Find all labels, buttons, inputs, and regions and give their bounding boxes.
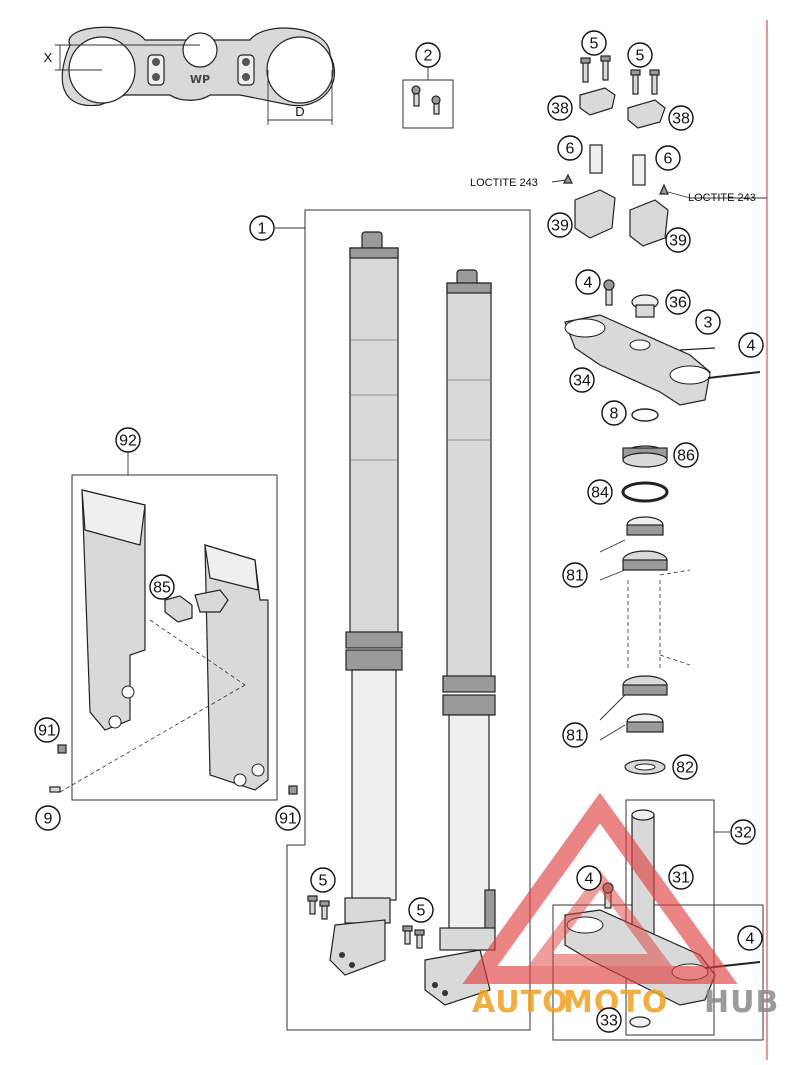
callout-number-n34: 34: [573, 373, 591, 390]
callout-number-n91a: 91: [38, 723, 56, 740]
callout-circle-n1: [249, 215, 275, 241]
callout-circle-n36: [665, 289, 691, 315]
automotohub-watermark: AUTO MOTO HUB: [462, 792, 779, 1020]
callout-number-n4a: 4: [584, 275, 593, 292]
dimension-d-label: D: [295, 104, 304, 119]
callout-circle-n8: [601, 400, 627, 426]
callout-number-n86: 86: [677, 448, 695, 465]
callout-number-n6b: 6: [664, 151, 673, 168]
callout-circle-n5a: [581, 30, 607, 56]
callout-number-n5a: 5: [590, 36, 599, 53]
callout-number-n84: 84: [591, 485, 609, 502]
callout-circle-n38a: [547, 95, 573, 121]
callout-circle-n39a: [547, 212, 573, 238]
fork-guard-group: [49, 452, 298, 801]
upper-triple-clamp-group: [564, 279, 761, 422]
callout-circle-n81a: [562, 562, 588, 588]
callout-circle-n4a: [575, 269, 601, 295]
callout-number-n2: 2: [424, 48, 433, 65]
callout-number-n6a: 6: [566, 141, 575, 158]
watermark-hub: HUB: [704, 985, 779, 1020]
callout-number-n81a: 81: [566, 568, 584, 585]
steering-bearing-stack: [599, 445, 691, 775]
callout-circle-n9: [35, 805, 61, 831]
callout-number-n32: 32: [734, 825, 752, 842]
callout-number-n38b: 38: [672, 111, 690, 128]
clamp-logo: WP: [190, 73, 210, 86]
callout-circle-n31: [668, 864, 694, 890]
callout-number-n92: 92: [119, 433, 137, 450]
callout-number-n4b: 4: [747, 338, 756, 355]
callout-number-n9: 9: [44, 811, 53, 828]
callout-number-n4d: 4: [746, 931, 755, 948]
callout-circle-n39b: [665, 227, 691, 253]
callout-circle-n3: [695, 309, 721, 335]
callout-number-n1: 1: [258, 221, 267, 238]
callout-circle-n82: [672, 754, 698, 780]
dimension-x-label: X: [44, 50, 53, 65]
loctite-label-left: LOCTITE 243: [470, 177, 538, 189]
callout-number-n5c: 5: [319, 873, 328, 890]
callout-circle-n32: [730, 819, 756, 845]
callout-number-n39a: 39: [551, 218, 569, 235]
callout-number-n5d: 5: [417, 903, 426, 920]
callout-circle-n6b: [655, 145, 681, 171]
callout-number-n5b: 5: [636, 48, 645, 65]
callout-number-n8: 8: [610, 406, 619, 423]
triple-clamp-dimension-view: WP X D: [44, 26, 336, 125]
callout-circle-n5c: [310, 867, 336, 893]
callout-number-n4c: 4: [585, 871, 594, 888]
callout-number-n82: 82: [676, 760, 694, 777]
callout-circle-n5d: [408, 897, 434, 923]
callout-circle-n85: [149, 574, 175, 600]
callout-number-n3: 3: [704, 315, 713, 332]
callout-number-n36: 36: [669, 295, 687, 312]
loctite-label-right: LOCTITE 243: [688, 192, 756, 204]
callout-circle-n5b: [627, 42, 653, 68]
callout-circle-n4d: [737, 925, 763, 951]
callout-circle-n34: [569, 367, 595, 393]
callout-number-n91b: 91: [279, 811, 297, 828]
callout-circle-n38b: [668, 105, 694, 131]
callout-circle-n81b: [562, 722, 588, 748]
callout-circle-n91b: [275, 805, 301, 831]
callout-number-n81b: 81: [566, 728, 584, 745]
watermark-auto: AUTO: [472, 985, 569, 1020]
callout-circle-n2: [415, 42, 441, 68]
callout-bubbles: 1234444555566893132333436383839398181828…: [34, 30, 764, 1033]
part-2-group: [402, 66, 454, 129]
callout-number-n31: 31: [672, 870, 690, 887]
callout-number-n85: 85: [153, 580, 171, 597]
callout-circle-n91a: [34, 717, 60, 743]
callout-circle-n86: [673, 442, 699, 468]
callout-circle-n92: [115, 427, 141, 453]
handlebar-clamp-group: LOCTITE 243 LOCTITE 243: [470, 55, 767, 247]
callout-number-n39b: 39: [669, 233, 687, 250]
callout-circle-n4c: [576, 865, 602, 891]
callout-circle-n4b: [738, 332, 764, 358]
callout-number-n33: 33: [600, 1013, 618, 1030]
callout-circle-n33: [596, 1007, 622, 1033]
fork-assembly-group: [275, 209, 531, 1031]
callout-circle-n6a: [557, 135, 583, 161]
callout-circle-n84: [587, 479, 613, 505]
callout-number-n38a: 38: [551, 101, 569, 118]
